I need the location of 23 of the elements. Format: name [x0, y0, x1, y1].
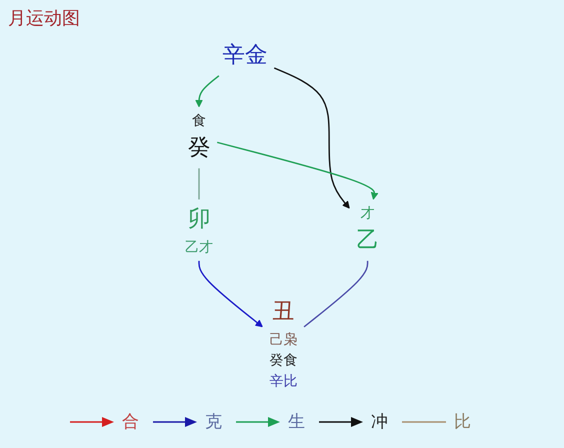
stem-label: 乙: [356, 227, 379, 254]
connector-line: [198, 168, 200, 200]
arrow: [195, 75, 220, 108]
legend-label: 合: [122, 411, 139, 433]
stem-label: 辛金: [222, 42, 268, 68]
ten-god-label: 辛比: [269, 372, 298, 389]
stem-label: 癸: [188, 134, 210, 161]
legend-label: 生: [288, 411, 305, 433]
ten-god-label: 己枭: [269, 330, 298, 348]
arrow: [274, 67, 350, 209]
legend-label: 比: [454, 411, 471, 433]
legend-label: 冲: [371, 411, 388, 433]
arrow: [198, 260, 263, 328]
ten-god-label: 乙才: [185, 238, 213, 255]
ten-god-label: 才: [360, 204, 374, 222]
legend-label: 克: [205, 411, 222, 433]
title: 月运动图: [8, 7, 80, 30]
ten-god-label: 癸食: [269, 352, 298, 368]
branch-label: 卯: [188, 206, 210, 232]
ten-god-label: 食: [192, 112, 206, 129]
connector-line: [304, 260, 368, 328]
arrow: [217, 142, 378, 200]
branch-label: 丑: [272, 298, 295, 325]
